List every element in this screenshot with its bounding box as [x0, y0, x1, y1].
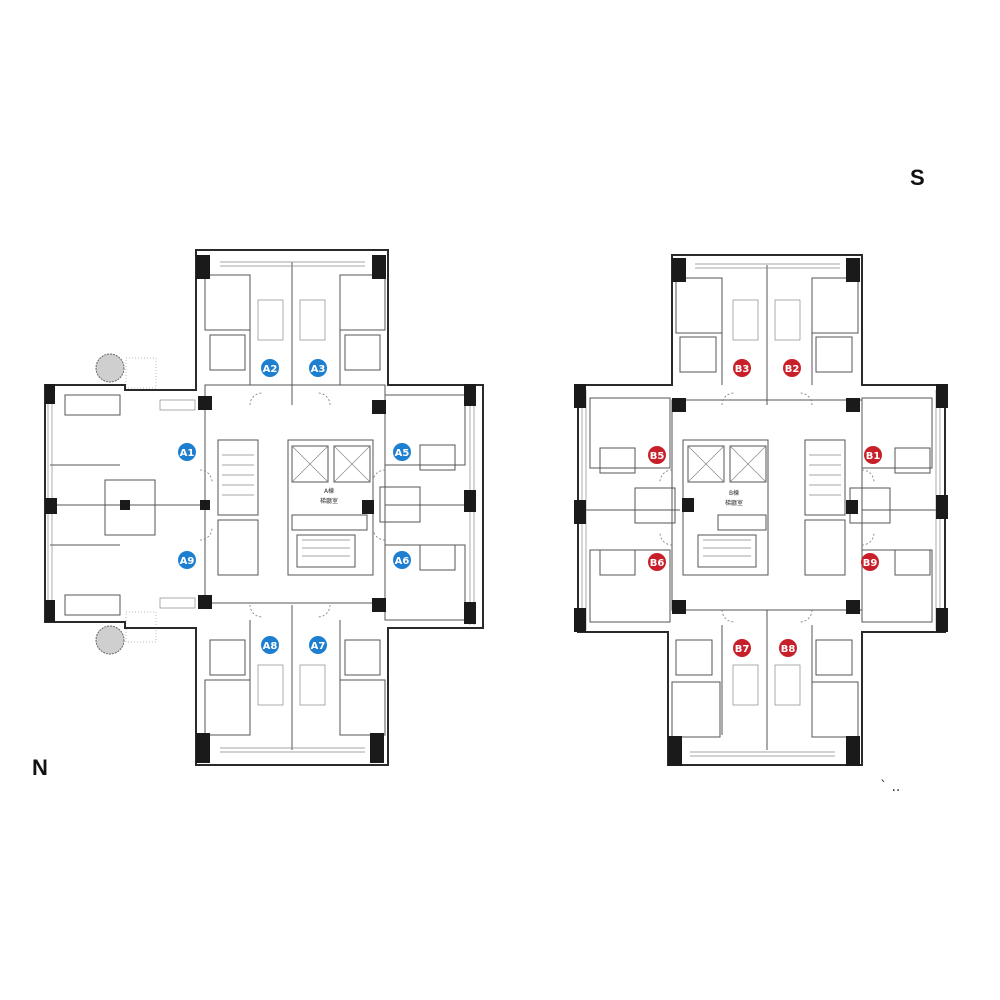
svg-text:A8: A8: [263, 641, 278, 652]
unit-badge-b3: B3: [733, 359, 751, 377]
compass-south-label: S: [910, 165, 925, 190]
unit-badge-b7: B7: [733, 639, 751, 657]
building-b-core-sublabel: 梯廳室: [725, 499, 743, 507]
unit-badge-a1: A1: [178, 443, 196, 461]
unit-badge-a2: A2: [261, 359, 279, 377]
svg-text:A7: A7: [311, 641, 326, 652]
unit-badge-a9: A9: [178, 551, 196, 569]
unit-badge-b8: B8: [779, 639, 797, 657]
svg-text:B8: B8: [781, 644, 796, 655]
unit-badge-a5: A5: [393, 443, 411, 461]
unit-badge-a6: A6: [393, 551, 411, 569]
svg-text:A1: A1: [180, 448, 195, 459]
unit-badge-a3: A3: [309, 359, 327, 377]
svg-text:B2: B2: [785, 364, 800, 375]
tree-icon: [95, 353, 125, 383]
svg-text:A9: A9: [180, 556, 195, 567]
unit-badge-b2: B2: [783, 359, 801, 377]
svg-text:B5: B5: [650, 451, 665, 462]
unit-badge-b1: B1: [864, 446, 882, 464]
svg-text:B9: B9: [863, 558, 878, 569]
unit-badge-a8: A8: [261, 636, 279, 654]
tree-icon: [95, 625, 125, 655]
unit-badge-b9: B9: [861, 553, 879, 571]
unit-badge-b5: B5: [648, 446, 666, 464]
svg-text:A5: A5: [395, 448, 410, 459]
unit-badge-b6: B6: [648, 553, 666, 571]
svg-text:A6: A6: [395, 556, 410, 567]
svg-text:A3: A3: [311, 364, 326, 375]
footnote-marks: ` ..: [880, 779, 901, 795]
building-a-core-sublabel: 梯廳室: [320, 497, 338, 505]
svg-text:B3: B3: [735, 364, 750, 375]
building-a-core-label: A棟: [324, 487, 334, 495]
svg-text:B1: B1: [866, 451, 881, 462]
svg-text:B6: B6: [650, 558, 665, 569]
building-a-plan: A棟 梯廳室: [44, 249, 484, 766]
building-b-plan: B棟 梯廳室: [574, 254, 948, 766]
building-b-core-label: B棟: [729, 489, 739, 497]
unit-badge-a7: A7: [309, 636, 327, 654]
compass-north-label: N: [32, 755, 48, 780]
svg-text:A2: A2: [263, 364, 278, 375]
svg-text:B7: B7: [735, 644, 750, 655]
